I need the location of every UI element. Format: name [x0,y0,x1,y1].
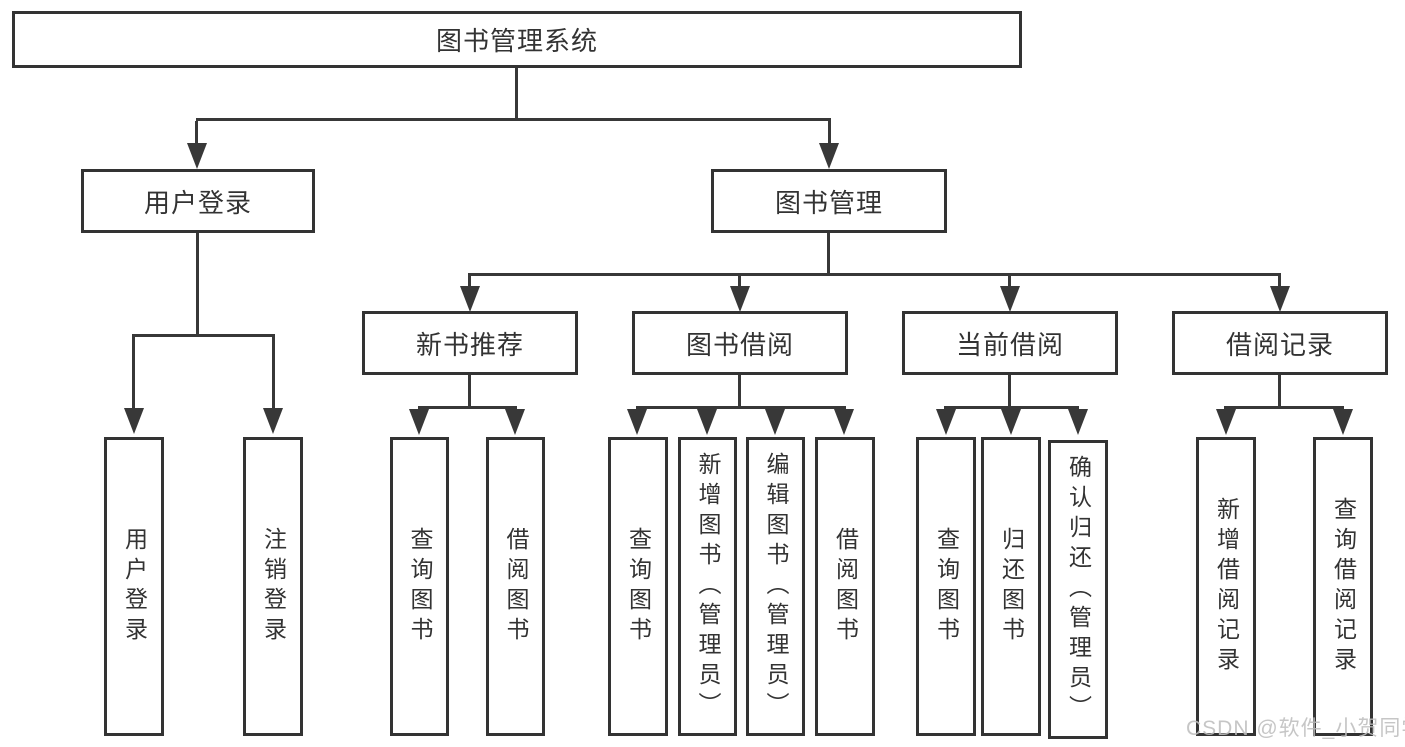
node-new-book-recommend: 新书推荐 [362,311,578,375]
connector-line [515,68,518,121]
connector-line [827,233,830,276]
connector-line [828,121,831,145]
arrow-down-icon [460,286,480,312]
arrow-down-icon [187,143,207,169]
arrow-down-icon [936,409,956,435]
leaf-logout: 注销登录 [243,437,303,736]
arrow-down-icon [505,409,525,435]
leaf-add-borrow-record: 新增借阅记录 [1196,437,1256,736]
arrow-down-icon [1001,409,1021,435]
arrow-down-icon [765,409,785,435]
connector-line [738,276,741,288]
connector-line [738,375,741,409]
connector-line [196,233,199,337]
arrow-down-icon [1270,286,1290,312]
node-borrowing-records: 借阅记录 [1172,311,1388,375]
leaf-edit-books-admin: 编辑图书（管理员） [746,437,805,736]
leaf-query-borrow-record: 查询借阅记录 [1313,437,1373,736]
arrow-down-icon [834,409,854,435]
arrow-down-icon [627,409,647,435]
arrow-down-icon [263,408,283,434]
leaf-query-books: 查询图书 [608,437,668,736]
leaf-return-books: 归还图书 [981,437,1041,736]
leaf-query-books: 查询图书 [916,437,976,736]
node-book-borrowing: 图书借阅 [632,311,848,375]
leaf-borrow-books: 借阅图书 [486,437,545,736]
connector-line [468,276,471,288]
arrow-down-icon [124,408,144,434]
connector-line [1278,375,1281,409]
connector-line [418,406,517,409]
csdn-watermark: CSDN @软件_小贺同学 [1186,717,1405,740]
arrow-down-icon [1000,286,1020,312]
connector-line [1278,276,1281,288]
connector-line [132,334,275,337]
connector-line [195,121,198,145]
node-book-management: 图书管理 [711,169,947,233]
arrow-down-icon [1068,409,1088,435]
leaf-add-books-admin: 新增图书（管理员） [678,437,737,736]
arrow-down-icon [697,409,717,435]
arrow-down-icon [819,143,839,169]
connector-line [132,337,135,410]
arrow-down-icon [1333,409,1353,435]
connector-line [468,375,471,409]
connector-line [636,406,846,409]
leaf-borrow-books: 借阅图书 [815,437,875,736]
connector-line [1008,375,1011,409]
connector-line [1008,276,1011,288]
node-user-login: 用户登录 [81,169,315,233]
connector-line [1224,406,1344,409]
node-root-library-system: 图书管理系统 [12,11,1022,68]
connector-line [272,337,275,410]
connector-line [468,273,1281,276]
connector-line [944,406,1079,409]
arrow-down-icon [1216,409,1236,435]
arrow-down-icon [409,409,429,435]
connector-line [196,118,831,121]
leaf-confirm-return-admin: 确认归还（管理员） [1048,440,1108,739]
node-current-borrowing: 当前借阅 [902,311,1118,375]
leaf-query-books: 查询图书 [390,437,449,736]
leaf-user-login: 用户登录 [104,437,164,736]
arrow-down-icon [730,286,750,312]
